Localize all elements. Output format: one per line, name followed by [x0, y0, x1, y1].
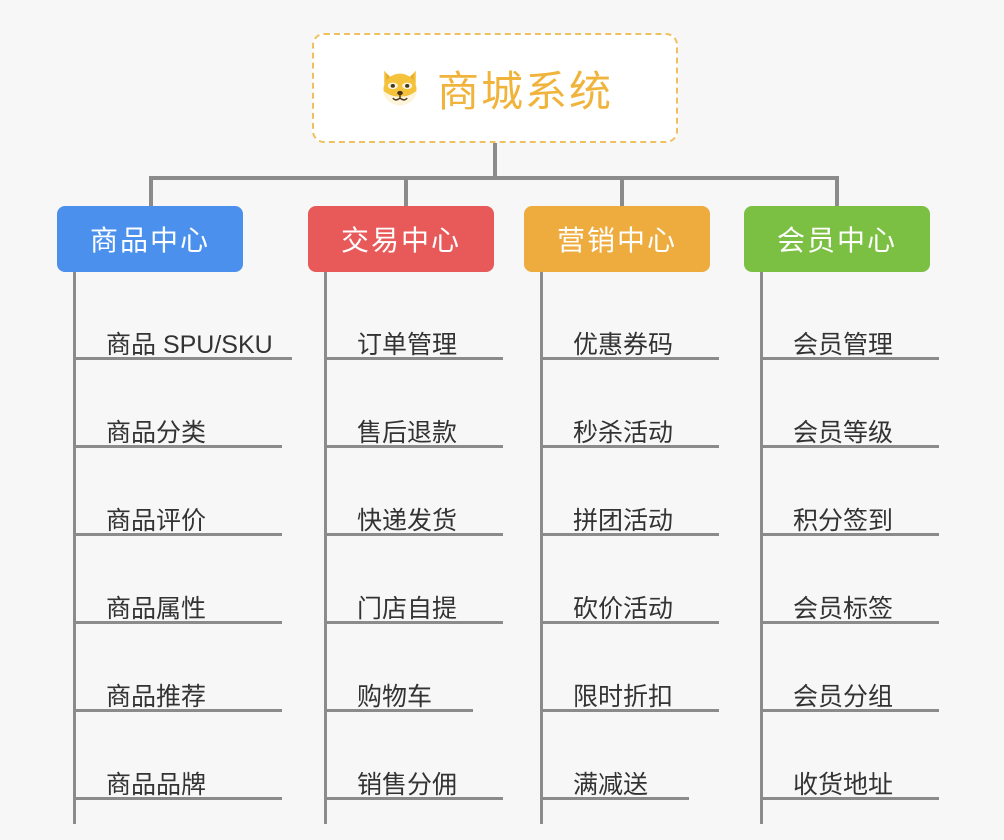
branch-header-1[interactable]: 商品中心 [57, 206, 243, 272]
leaf-list-1: 商品 SPU/SKU 商品分类 商品评价 商品属性 商品推荐 商品品牌 [73, 272, 292, 824]
leaf-label: 商品推荐 [106, 682, 207, 711]
branch-header-3[interactable]: 营销中心 [524, 206, 710, 272]
leaf-label: 满减送 [573, 770, 649, 799]
branch-header-2[interactable]: 交易中心 [308, 206, 494, 272]
leaf-label: 商品品牌 [106, 770, 207, 799]
leaf-label: 快递发货 [357, 506, 458, 535]
leaf-label: 积分签到 [793, 506, 894, 535]
leaf-item[interactable]: 购物车 [327, 624, 473, 712]
leaf-label: 会员等级 [793, 418, 894, 447]
leaf-label: 会员分组 [793, 682, 894, 711]
connector-drop-2 [404, 176, 408, 206]
leaf-item[interactable]: 售后退款 [327, 360, 503, 448]
leaf-item[interactable]: 满减送 [543, 712, 689, 800]
leaf-label: 会员标签 [793, 594, 894, 623]
root-node[interactable]: 商城系统 [312, 33, 678, 143]
root-title: 商城系统 [436, 67, 613, 115]
leaf-label: 商品属性 [106, 594, 207, 623]
leaf-label: 销售分佣 [357, 770, 458, 799]
leaf-item[interactable]: 商品分类 [76, 360, 282, 448]
leaf-label: 秒杀活动 [573, 418, 674, 447]
leaf-item[interactable]: 订单管理 [327, 272, 503, 360]
leaf-label: 订单管理 [357, 330, 458, 359]
branch-label-3: 营销中心 [556, 225, 677, 256]
leaf-item[interactable]: 砍价活动 [543, 536, 719, 624]
leaf-item[interactable]: 快递发货 [327, 448, 503, 536]
leaf-item[interactable]: 门店自提 [327, 536, 503, 624]
leaf-label: 砍价活动 [573, 594, 674, 623]
leaf-label: 购物车 [357, 682, 433, 711]
leaf-item[interactable]: 优惠券码 [543, 272, 719, 360]
leaf-label: 售后退款 [357, 418, 458, 447]
leaf-label: 收货地址 [793, 770, 894, 799]
leaf-item[interactable]: 会员管理 [763, 272, 939, 360]
leaf-list-4: 会员管理 会员等级 积分签到 会员标签 会员分组 收货地址 [760, 272, 939, 824]
connector-root-stem [493, 143, 497, 178]
leaf-item[interactable]: 秒杀活动 [543, 360, 719, 448]
branch-header-4[interactable]: 会员中心 [744, 206, 930, 272]
connector-horizontal-bus [149, 176, 839, 180]
leaf-item[interactable]: 收货地址 [763, 712, 939, 800]
leaf-label: 门店自提 [357, 594, 458, 623]
leaf-item[interactable]: 商品属性 [76, 536, 282, 624]
leaf-item[interactable]: 会员分组 [763, 624, 939, 712]
leaf-label: 商品分类 [106, 418, 207, 447]
leaf-label: 拼团活动 [573, 506, 674, 535]
leaf-item[interactable]: 积分签到 [763, 448, 939, 536]
leaf-list-3: 优惠券码 秒杀活动 拼团活动 砍价活动 限时折扣 满减送 [540, 272, 719, 824]
branch-label-2: 交易中心 [340, 225, 461, 256]
dog-face-icon [377, 65, 423, 111]
connector-drop-3 [620, 176, 624, 206]
branch-label-1: 商品中心 [89, 225, 210, 256]
leaf-label: 商品评价 [106, 506, 207, 535]
leaf-item[interactable]: 限时折扣 [543, 624, 719, 712]
leaf-item[interactable]: 会员标签 [763, 536, 939, 624]
leaf-list-2: 订单管理 售后退款 快递发货 门店自提 购物车 销售分佣 [324, 272, 503, 824]
leaf-label: 商品 SPU/SKU [106, 330, 273, 359]
connector-drop-1 [149, 176, 153, 206]
leaf-label: 优惠券码 [573, 330, 674, 359]
branch-marketing-center: 营销中心 优惠券码 秒杀活动 拼团活动 砍价活动 限时折扣 满减送 [524, 206, 719, 824]
leaf-item[interactable]: 拼团活动 [543, 448, 719, 536]
leaf-label: 会员管理 [793, 330, 894, 359]
branch-product-center: 商品中心 商品 SPU/SKU 商品分类 商品评价 商品属性 商品推荐 商品品牌 [57, 206, 292, 824]
leaf-item[interactable]: 商品推荐 [76, 624, 282, 712]
branch-label-4: 会员中心 [776, 225, 897, 256]
leaf-item[interactable]: 会员等级 [763, 360, 939, 448]
leaf-item[interactable]: 销售分佣 [327, 712, 503, 800]
leaf-item[interactable]: 商品品牌 [76, 712, 282, 800]
leaf-item[interactable]: 商品评价 [76, 448, 282, 536]
leaf-label: 限时折扣 [573, 682, 674, 711]
connector-drop-4 [835, 176, 839, 206]
branch-member-center: 会员中心 会员管理 会员等级 积分签到 会员标签 会员分组 收货地址 [744, 206, 939, 824]
leaf-item[interactable]: 商品 SPU/SKU [76, 272, 292, 360]
branch-trade-center: 交易中心 订单管理 售后退款 快递发货 门店自提 购物车 销售分佣 [308, 206, 503, 824]
